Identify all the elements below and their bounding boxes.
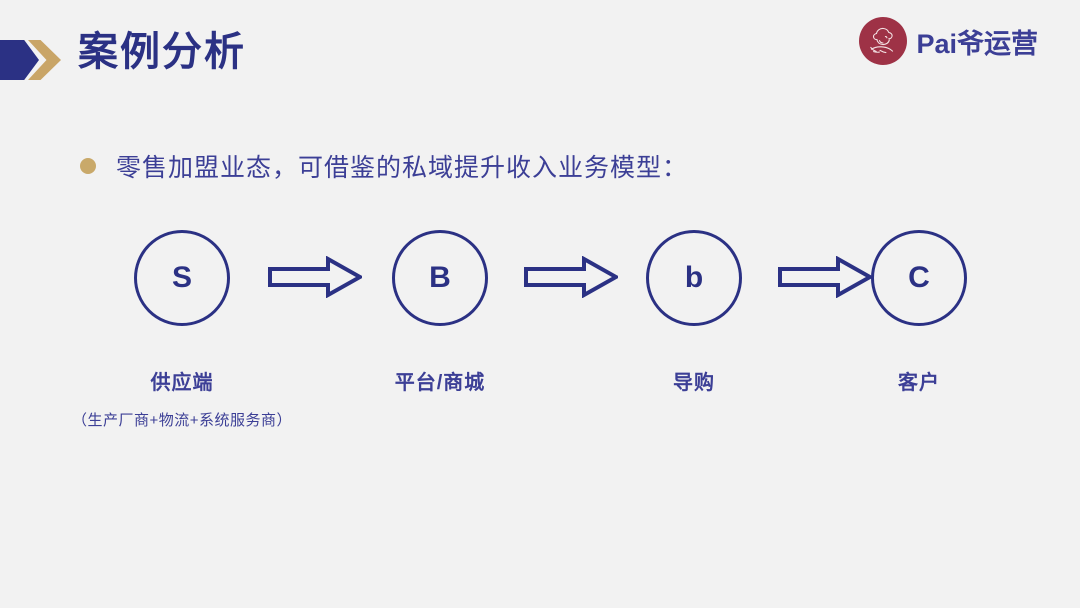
arrow-s-to-b — [268, 256, 362, 298]
caption-customer: 客户 — [819, 366, 1019, 395]
flow-node-letter: S — [171, 261, 192, 294]
caption-title: 平台/商城 — [394, 372, 486, 394]
bullet-text: 零售加盟业态，可借鉴的私域提升收入业务模型： — [116, 154, 689, 182]
page-title: 案例分析 — [78, 30, 246, 74]
caption-title: 导购 — [673, 372, 715, 394]
flow-node-letter: b — [684, 261, 704, 294]
bullet-dot-icon — [80, 158, 96, 174]
flow-diagram: S B b C — [0, 228, 1080, 338]
chevron-navy-icon — [0, 40, 39, 80]
arrow-b-to-b-lower — [524, 256, 618, 298]
caption-platform: 平台/商城 — [340, 366, 540, 395]
caption-subtitle: （生产厂商+物流+系统服务商） — [71, 412, 293, 429]
brand-name: Pai爷运营 — [916, 28, 1038, 59]
flow-node-c: C — [871, 230, 967, 326]
brand-logo: Pai爷运营 — [859, 17, 1038, 65]
flow-node-s: S — [134, 230, 230, 326]
bullet-row: 零售加盟业态，可借鉴的私域提升收入业务模型： — [80, 148, 688, 184]
caption-supply: 供应端 （生产厂商+物流+系统服务商） — [22, 366, 342, 430]
arrow-b-lower-to-c — [778, 256, 872, 298]
header-chevron-mark — [0, 40, 62, 80]
flow-node-letter: B — [429, 261, 451, 294]
flow-node-b-lower: b — [646, 230, 742, 326]
chef-portrait-icon — [859, 17, 908, 65]
caption-title: 客户 — [898, 372, 940, 394]
flow-node-letter: C — [908, 261, 930, 294]
caption-guide: 导购 — [594, 366, 794, 395]
flow-node-b-upper: B — [392, 230, 488, 326]
caption-title: 供应端 — [150, 372, 214, 394]
